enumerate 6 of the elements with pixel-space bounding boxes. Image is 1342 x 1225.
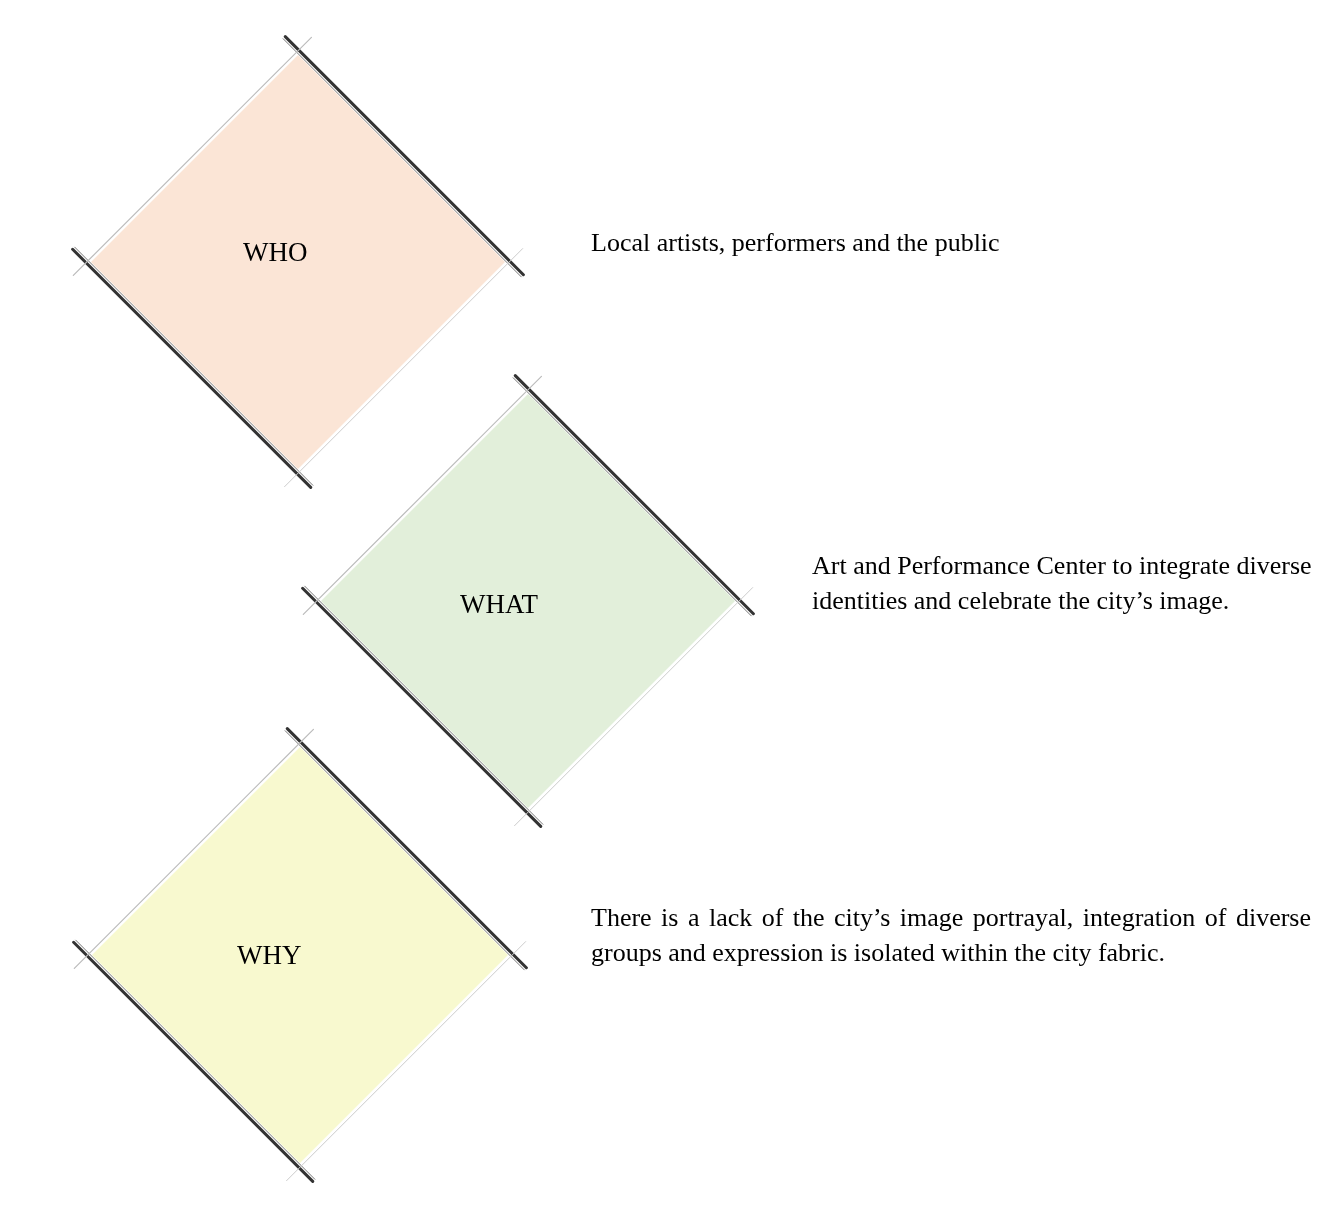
description-text: There is a lack of the city’s image portrayal, integration of diverse groups and expression is isolated within the city fabric. (591, 902, 1311, 969)
description-text: Local artists, performers and the public (591, 227, 1001, 259)
diamond-label: WHY (237, 940, 302, 971)
diamond-label: WHAT (460, 589, 538, 620)
description-text: Art and Performance Center to integrate diverse identities and celebrate the city’s image. (812, 550, 1313, 617)
diamond-label: WHO (243, 237, 308, 268)
